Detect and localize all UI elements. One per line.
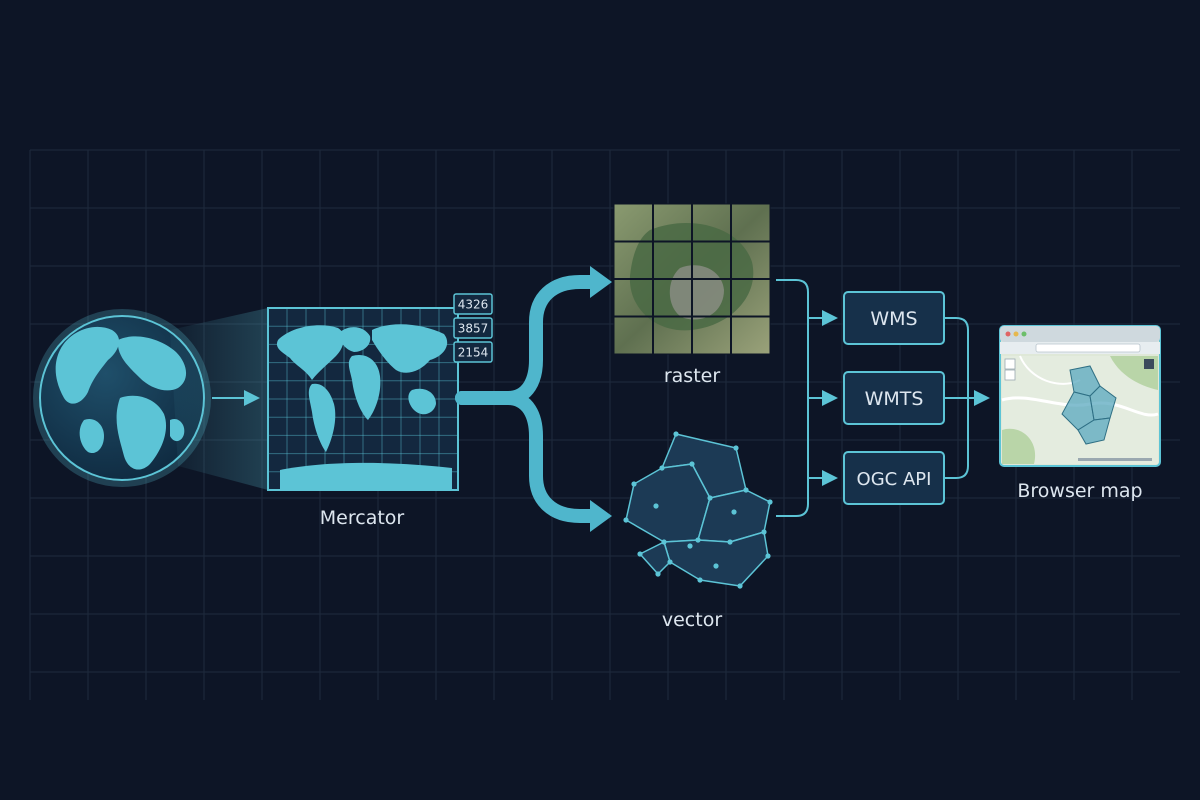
epsg-code-chip: 4326 bbox=[453, 293, 493, 315]
epsg-code-list: 4326 3857 2154 bbox=[453, 293, 493, 363]
raster-tiles-icon bbox=[613, 203, 771, 355]
service-label: WMTS bbox=[865, 388, 924, 410]
epsg-code-label: 2154 bbox=[458, 346, 489, 360]
raster-label: raster bbox=[664, 365, 720, 387]
vector-label: vector bbox=[662, 609, 722, 631]
service-label: WMS bbox=[870, 308, 917, 330]
browser-window-icon bbox=[999, 325, 1161, 467]
world-map-icon bbox=[267, 307, 459, 491]
epsg-code-label: 3857 bbox=[458, 322, 489, 336]
split-arrow bbox=[455, 275, 601, 523]
browser-connectors bbox=[944, 317, 990, 479]
output-label: Browser map bbox=[1017, 480, 1142, 502]
raster-arrow-head bbox=[590, 266, 612, 298]
epsg-code-label: 4326 bbox=[458, 298, 489, 312]
epsg-code-chip: 3857 bbox=[453, 317, 493, 339]
epsg-code-chip: 2154 bbox=[453, 341, 493, 363]
service-list: WMS WMTS OGC API bbox=[843, 291, 945, 505]
vector-polygons-icon bbox=[625, 433, 771, 587]
projection-label: Mercator bbox=[320, 507, 405, 529]
service-wms: WMS bbox=[843, 291, 945, 345]
vector-vertices bbox=[623, 431, 773, 589]
service-ogc-api: OGC API bbox=[843, 451, 945, 505]
service-label: OGC API bbox=[857, 469, 932, 490]
service-wmts: WMTS bbox=[843, 371, 945, 425]
service-connectors bbox=[776, 279, 838, 517]
vector-arrow-head bbox=[590, 500, 612, 532]
